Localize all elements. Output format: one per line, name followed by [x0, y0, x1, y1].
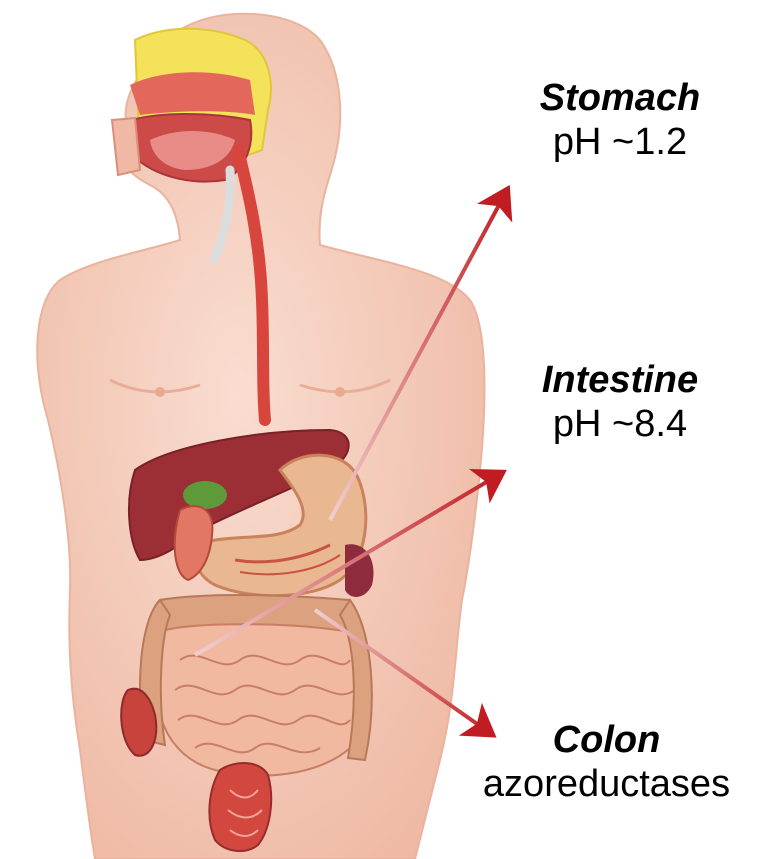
stomach-label-name: Stomach	[500, 76, 740, 120]
small-intestine	[157, 624, 366, 775]
colon-label-name: Colon	[440, 718, 773, 762]
stomach-label: Stomach pH ~1.2	[500, 76, 740, 164]
rectum	[209, 763, 271, 851]
colon-label: Colon azoreductases	[440, 718, 773, 806]
colon-label-value: azoreductases	[440, 762, 773, 806]
intestine-label-value: pH ~8.4	[500, 402, 740, 446]
intestine-label: Intestine pH ~8.4	[500, 358, 740, 446]
intestine-label-name: Intestine	[500, 358, 740, 402]
gallbladder	[183, 481, 227, 509]
stomach-label-value: pH ~1.2	[500, 120, 740, 164]
